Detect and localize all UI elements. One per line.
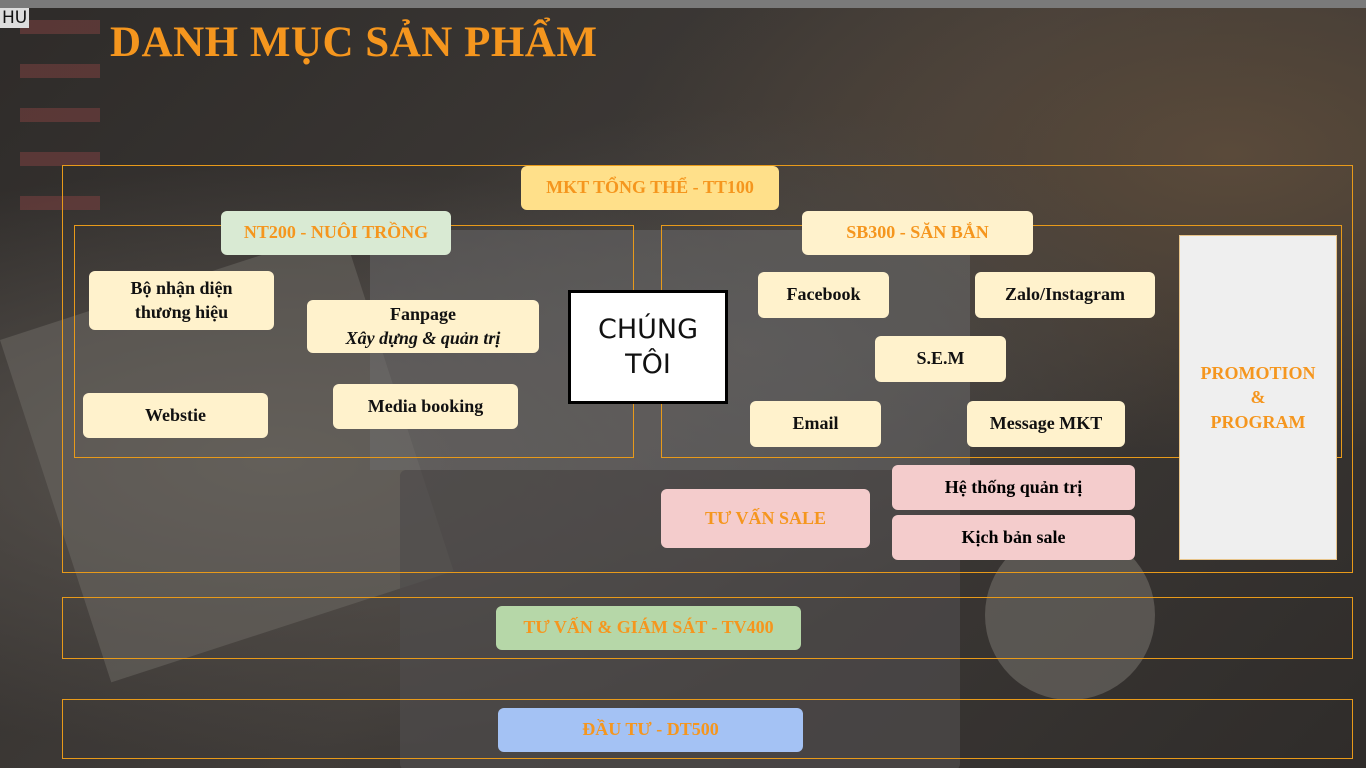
nt200-label: NT200 - NUÔI TRỒNG bbox=[221, 211, 451, 255]
management-system-box: Hệ thống quản trị bbox=[892, 465, 1135, 510]
promotion-box: PROMOTION & PROGRAM bbox=[1179, 235, 1337, 560]
sem-box: S.E.M bbox=[875, 336, 1006, 382]
brand-line-2: thương hiệu bbox=[135, 301, 228, 324]
media-booking-box: Media booking bbox=[333, 384, 518, 429]
promotion-line-3: PROGRAM bbox=[1211, 410, 1306, 434]
facebook-box: Facebook bbox=[758, 272, 889, 318]
website-box: Webstie bbox=[83, 393, 268, 438]
center-box: CHÚNG TÔI bbox=[568, 290, 728, 404]
zalo-instagram-box: Zalo/Instagram bbox=[975, 272, 1155, 318]
message-mkt-box: Message MKT bbox=[967, 401, 1125, 447]
brand-identity-box: Bộ nhận diện thương hiệu bbox=[89, 271, 274, 330]
corner-label: HU bbox=[0, 8, 29, 28]
brand-line-1: Bộ nhận diện bbox=[130, 277, 232, 300]
sale-consulting-box: TƯ VẤN SALE bbox=[661, 489, 870, 548]
fanpage-box: Fanpage Xây dựng & quản trị bbox=[307, 300, 539, 353]
dt500-label: ĐẦU TƯ - DT500 bbox=[498, 708, 803, 752]
fanpage-line-2: Xây dựng & quản trị bbox=[346, 327, 501, 350]
sb300-label: SB300 - SĂN BẮN bbox=[802, 211, 1033, 255]
promotion-line-1: PROMOTION bbox=[1201, 361, 1316, 385]
page-title: DANH MỤC SẢN PHẨM bbox=[110, 18, 597, 67]
sale-script-box: Kịch bản sale bbox=[892, 515, 1135, 560]
tv400-label: TƯ VẤN & GIÁM SÁT - TV400 bbox=[496, 606, 801, 650]
promotion-line-2: & bbox=[1251, 385, 1266, 409]
email-box: Email bbox=[750, 401, 881, 447]
tt100-label: MKT TỔNG THỂ - TT100 bbox=[521, 166, 779, 210]
fanpage-line-1: Fanpage bbox=[390, 303, 456, 326]
